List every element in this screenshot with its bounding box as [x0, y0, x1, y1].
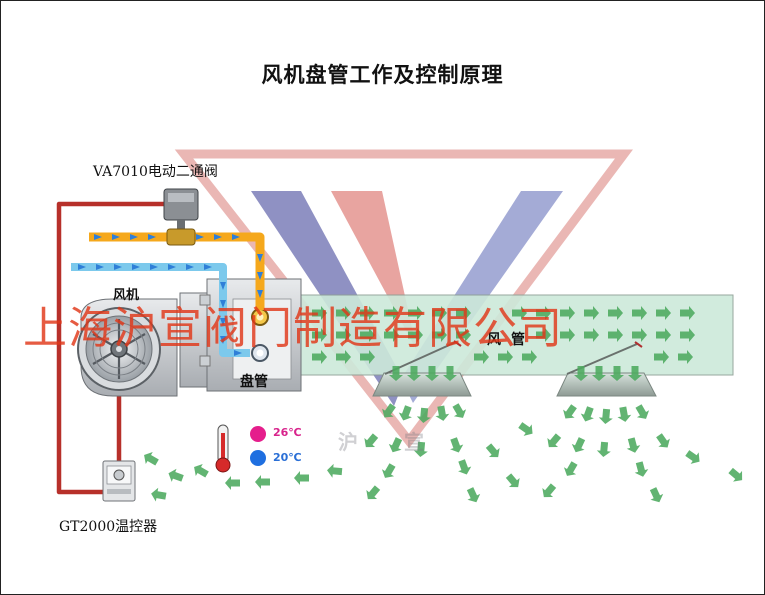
- diagram-title: 风机盘管工作及控制原理: [261, 63, 504, 87]
- coil-label: 盘管: [240, 374, 268, 390]
- two-way-valve: [163, 188, 199, 246]
- company-watermark: 上海沪宣阀门制造有限公司: [23, 303, 563, 354]
- diffusers: [372, 340, 657, 397]
- fan-label: 风机: [113, 288, 140, 303]
- fan: [77, 298, 178, 397]
- temp-hot-label: 26℃: [273, 426, 302, 439]
- valve-label: VA7010电动二通阀: [93, 164, 218, 180]
- control-wire: [56, 201, 164, 495]
- thermostat-label: GT2000温控器: [59, 519, 158, 535]
- temp-cold-label: 20℃: [273, 451, 302, 464]
- return-air-arrows: [140, 448, 343, 504]
- duct-label: 风管: [487, 332, 535, 348]
- hot-water-pipe: [89, 232, 265, 310]
- temperature-dots: [250, 426, 266, 466]
- thermostat: [102, 460, 136, 502]
- logo-characters: 沪宣: [338, 430, 470, 454]
- thermometer-icon: [215, 424, 231, 473]
